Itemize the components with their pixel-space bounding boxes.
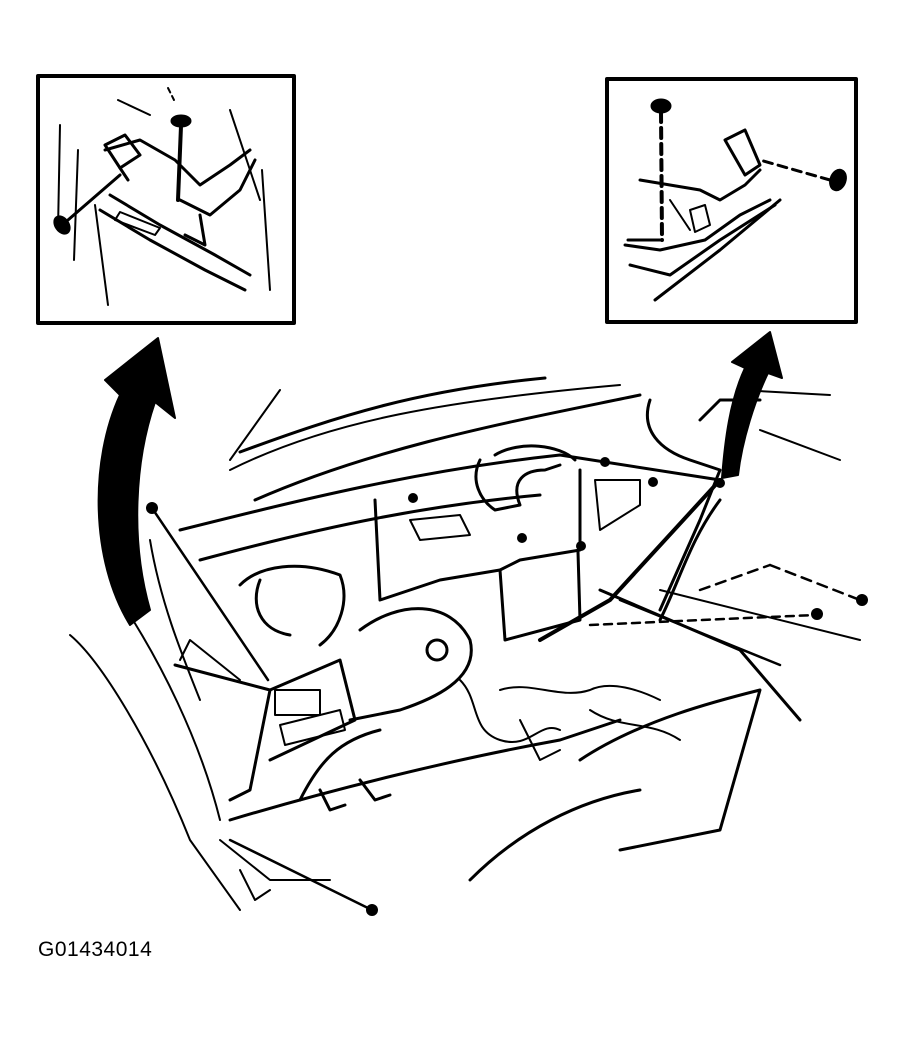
left-callout-arrow-icon [97,337,176,626]
left-inset-vertical-screw-icon [170,114,192,202]
fastener-right-2-icon [811,608,823,620]
fastener-dash-1-icon [408,493,418,503]
fastener-dash-5-icon [715,478,725,488]
fastener-lower-left-icon [366,904,378,916]
fastener-upper-left-icon [146,502,158,514]
leader-lines [150,506,862,912]
right-callout-arrow-icon [721,331,783,479]
fastener-right-1-icon [856,594,868,606]
right-inset-frame [605,77,858,324]
instrument-panel-assembly [69,376,861,911]
fastener-dots [146,457,868,916]
left-detail-inset [36,74,296,325]
left-inset-angled-screw-icon [53,173,122,235]
right-detail-inset [605,77,858,324]
fastener-dash-6-icon [576,541,586,551]
right-inset-vertical-screw-icon [650,98,672,242]
figure-id-label: G01434014 [38,938,153,961]
fastener-dash-3-icon [600,457,610,467]
left-inset-frame [36,74,296,325]
right-inset-angled-screw-icon [758,158,847,192]
fastener-dash-4-icon [648,477,658,487]
fastener-dash-2-icon [517,533,527,543]
